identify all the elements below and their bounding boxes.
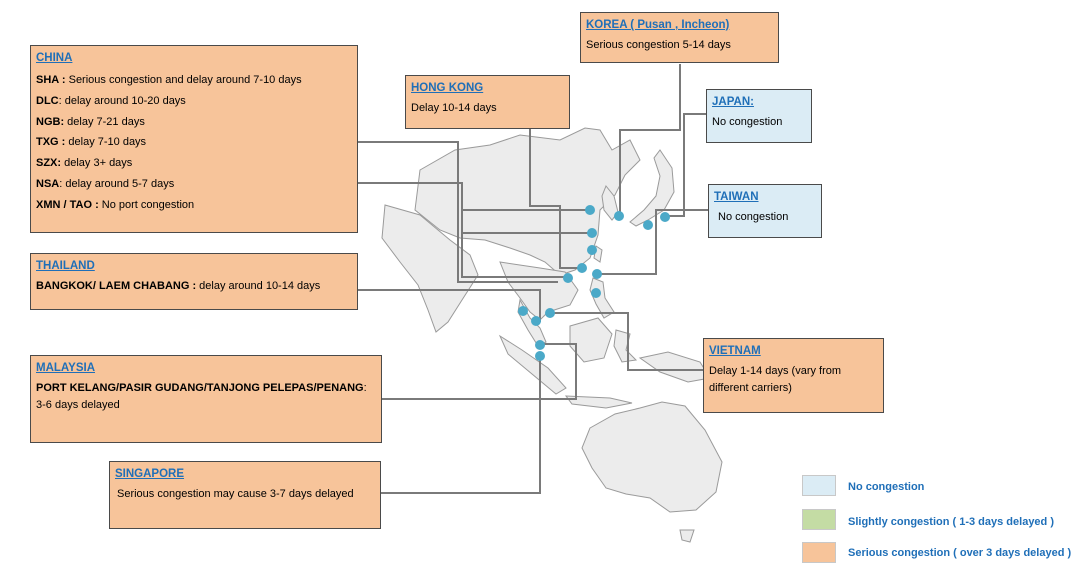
korea-title[interactable]: KOREA ( Pusan , Incheon) <box>586 19 730 31</box>
korea-text: Serious congestion 5-14 days <box>586 39 731 51</box>
port-dot-pusan <box>614 211 624 221</box>
china-row-xmn-tao: XMN / TAO : No port congestion <box>36 198 195 211</box>
leader-korea <box>619 64 681 216</box>
china-row-nsa: NSA: delay around 5-7 days <box>36 177 175 190</box>
china-callout: CHINA SHA : Serious congestion and delay… <box>30 45 358 233</box>
legend-label-serious: Serious congestion ( over 3 days delayed… <box>848 547 1072 559</box>
port-dot-japan <box>660 212 670 222</box>
port-dot-taiwan <box>592 269 602 279</box>
china-row-txg: TXG : delay 7-10 days <box>36 136 147 149</box>
leader-china <box>357 141 558 283</box>
korea-landmass <box>601 185 619 221</box>
malaysia-delay: 3-6 days delayed <box>36 399 120 411</box>
port-dot-ningbo <box>587 245 597 255</box>
port-dot-shanghai <box>587 228 597 238</box>
vietnam-title[interactable]: VIETNAM <box>709 345 761 357</box>
hongkong-callout: HONG KONG Delay 10-14 days <box>405 75 570 129</box>
japan-callout: JAPAN: No congestion <box>706 89 812 143</box>
taiwan-text: No congestion <box>718 211 789 223</box>
leader-hongkong <box>529 128 582 269</box>
port-dot-xiamen <box>577 263 587 273</box>
taiwan-title[interactable]: TAIWAN <box>714 191 759 203</box>
singapore-title[interactable]: SINGAPORE <box>115 468 185 480</box>
java-landmass <box>564 395 633 409</box>
port-dot-manila <box>591 288 601 298</box>
singapore-callout: SINGAPORE Serious congestion may cause 3… <box>109 461 381 529</box>
new-guinea-landmass <box>638 351 711 383</box>
legend-swatch-serious <box>802 542 836 563</box>
legend-label-slight: Slightly congestion ( 1-3 days delayed ) <box>848 516 1054 528</box>
hongkong-title[interactable]: HONG KONG <box>411 82 484 94</box>
taiwan-callout: TAIWAN No congestion <box>708 184 822 238</box>
china-row-sha: SHA : Serious congestion and delay aroun… <box>36 74 302 86</box>
leader-japan <box>664 113 710 217</box>
hongkong-text: Delay 10-14 days <box>411 102 497 114</box>
legend-label-no-congestion: No congestion <box>848 481 925 493</box>
port-dot-hongkong <box>563 273 573 283</box>
china-row-szx: SZX: delay 3+ days <box>36 157 133 170</box>
sumatra-landmass <box>498 334 567 395</box>
port-dot-bangkok <box>518 306 528 316</box>
china-landmass <box>414 127 641 276</box>
port-dot-laem-chabang <box>531 316 541 326</box>
legend-swatch-no-congestion <box>802 475 836 496</box>
vietnam-text: Delay 1-14 days (vary from different car… <box>709 365 842 394</box>
thailand-title[interactable]: THAILAND <box>36 260 95 272</box>
japan-title[interactable]: JAPAN: <box>712 96 754 108</box>
legend-swatch-slight <box>802 509 836 530</box>
leader-malaysia <box>381 343 577 400</box>
japan-text: No congestion <box>712 116 783 128</box>
korea-callout: KOREA ( Pusan , Incheon) Serious congest… <box>580 12 779 63</box>
china-row-dlc: DLC: delay around 10-20 days <box>36 94 186 107</box>
malaysia-ports: PORT KELANG/PASIR GUDANG/TANJONG PELEPAS… <box>36 382 367 394</box>
malaysia-callout: MALAYSIA PORT KELANG/PASIR GUDANG/TANJON… <box>30 355 382 443</box>
australia-landmass <box>581 401 723 513</box>
leader-china-2 <box>357 182 568 278</box>
borneo-landmass <box>569 317 613 363</box>
thailand-text: BANGKOK/ LAEM CHABANG : delay around 10-… <box>36 280 321 292</box>
malaysia-title[interactable]: MALAYSIA <box>36 362 95 374</box>
japan-landmass <box>629 149 675 227</box>
singapore-text: Serious congestion may cause 3-7 days de… <box>117 488 354 500</box>
leader-thailand <box>357 289 541 322</box>
tasmania-landmass <box>679 529 695 543</box>
thailand-callout: THAILAND BANGKOK/ LAEM CHABANG : delay a… <box>30 253 358 310</box>
port-dot-dalian <box>585 205 595 215</box>
india-landmass <box>381 204 479 333</box>
port-dot-singapore <box>535 351 545 361</box>
leader-vietnam <box>550 312 703 371</box>
port-dot-port-kelang <box>535 340 545 350</box>
sulawesi-landmass <box>613 329 638 363</box>
china-title[interactable]: CHINA <box>36 52 73 64</box>
china-row-ngb: NGB: delay 7-21 days <box>36 115 145 128</box>
vietnam-callout: VIETNAM Delay 1-14 days (vary from diffe… <box>703 338 884 413</box>
port-dot-japan-2 <box>643 220 653 230</box>
port-dot-vietnam <box>545 308 555 318</box>
leader-singapore <box>381 356 541 494</box>
leader-taiwan <box>600 209 710 275</box>
